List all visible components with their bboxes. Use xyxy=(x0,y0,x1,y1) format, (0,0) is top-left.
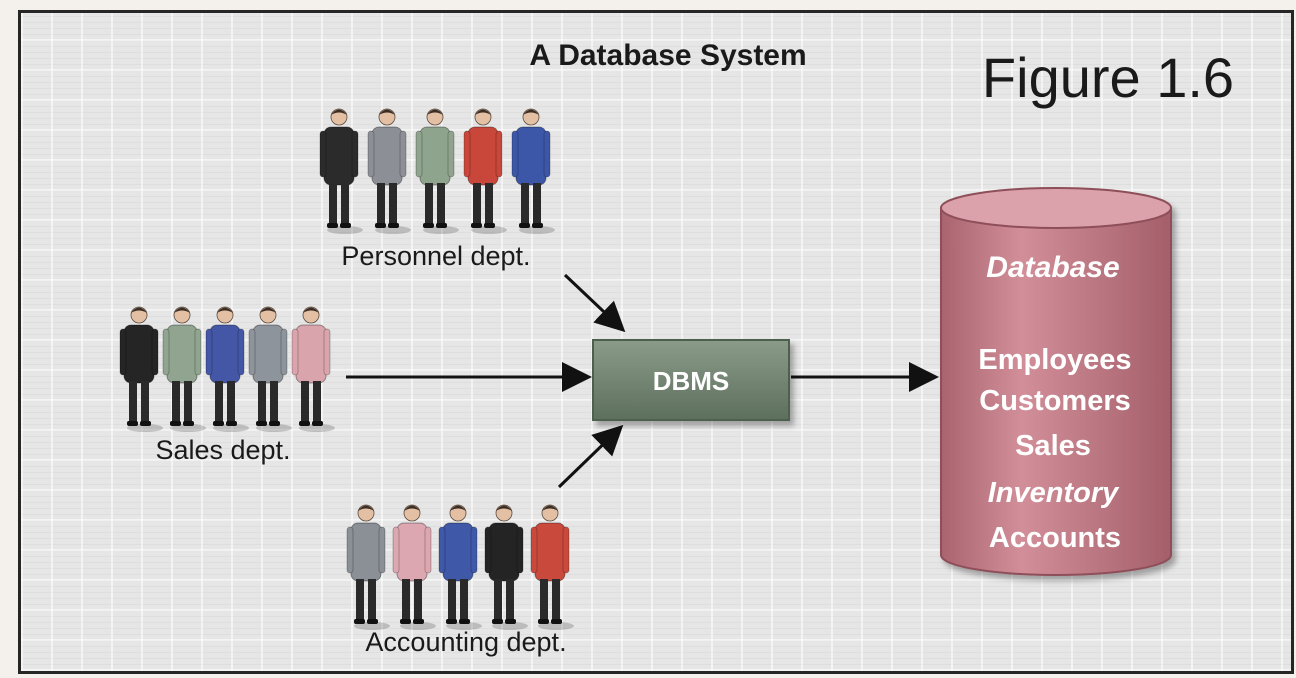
accounting-dept-group: Accounting dept. xyxy=(346,504,574,657)
database-item-customers: Customers xyxy=(979,385,1131,417)
sales-dept-group: Sales dept. xyxy=(119,306,335,465)
person-figure xyxy=(205,306,249,432)
person-figure xyxy=(119,306,163,432)
person-figure xyxy=(438,504,482,630)
database-item-accounts: Accounts xyxy=(989,522,1121,554)
database-item-sales: Sales xyxy=(1015,430,1091,462)
person-figure xyxy=(162,306,206,432)
accounting-dept-label: Accounting dept. xyxy=(365,627,566,657)
person-figure xyxy=(291,306,335,432)
personnel-dept-label: Personnel dept. xyxy=(341,241,530,271)
figure-frame: A Database System Figure 1.6 Personnel d… xyxy=(18,10,1294,674)
database-item-inventory: Inventory xyxy=(988,477,1120,509)
personnel-dept-group: Personnel dept. xyxy=(319,108,555,271)
person-figure xyxy=(415,108,459,234)
person-figure xyxy=(511,108,555,234)
person-figure xyxy=(248,306,292,432)
sales-dept-label: Sales dept. xyxy=(155,435,290,465)
person-figure xyxy=(463,108,507,234)
database-title: Database xyxy=(986,251,1119,284)
person-figure xyxy=(319,108,363,234)
person-figure xyxy=(530,504,574,630)
personnel-people xyxy=(319,108,555,234)
accounting-people xyxy=(346,504,574,630)
figure-label: Figure 1.6 xyxy=(982,46,1234,109)
sales-people xyxy=(119,306,335,432)
database-system-diagram: A Database System Figure 1.6 Personnel d… xyxy=(119,39,1234,657)
person-figure xyxy=(484,504,528,630)
arrow-accounting-to-dbms xyxy=(557,424,624,489)
database-item-employees: Employees xyxy=(978,344,1131,376)
database-cylinder xyxy=(940,187,1172,576)
diagram-title: A Database System xyxy=(529,39,806,72)
person-figure xyxy=(392,504,436,630)
arrow-personnel-to-dbms xyxy=(563,273,626,333)
person-figure xyxy=(346,504,390,630)
dbms-box: DBMS xyxy=(592,339,790,421)
dbms-label: DBMS xyxy=(653,366,730,396)
person-figure xyxy=(367,108,411,234)
